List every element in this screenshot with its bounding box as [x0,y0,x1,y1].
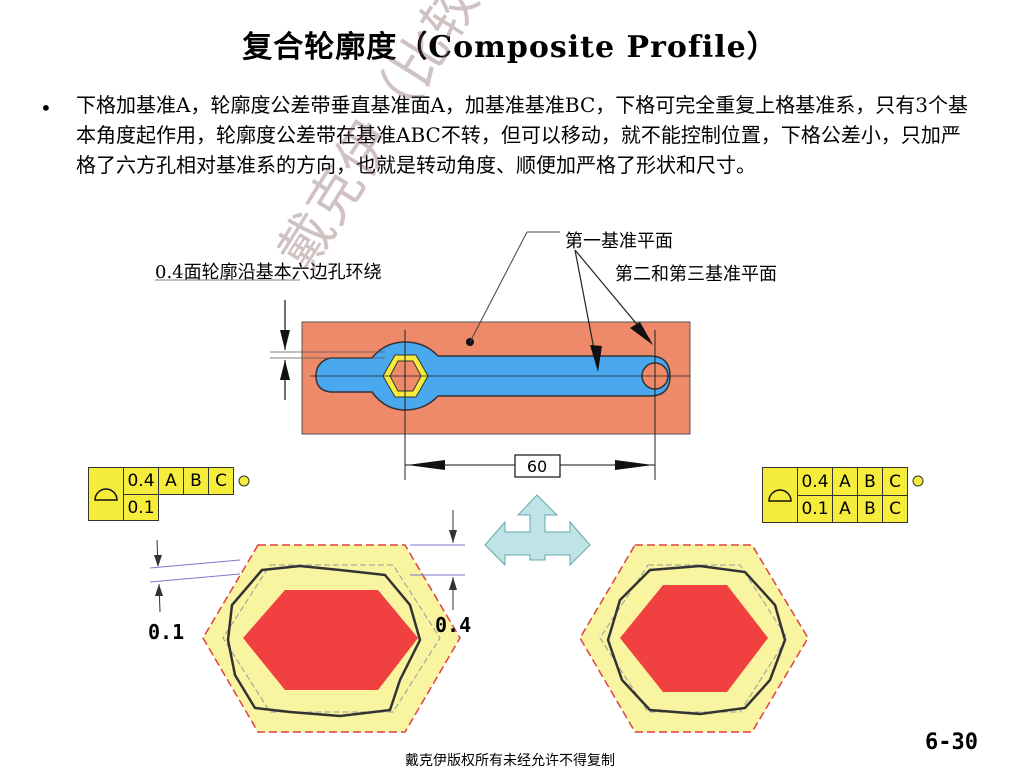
right-hex-core [620,585,768,692]
label-secondary-datum: 第二和第三基准平面 [615,264,777,285]
fcf-right-lower-datum-a: A [832,495,858,523]
dim-60-text: 60 [527,457,547,476]
fcf-left-upper-tol: 0.4 [123,467,159,495]
fcf-right-upper-datum-a: A [832,467,858,496]
profile-surface-icon [88,467,124,521]
fcf-right-upper-datum-c: C [882,467,908,496]
bullet-marker: • [40,96,52,120]
fcf-right-leader-dot-icon [912,475,924,487]
left-actual-profile [226,564,422,718]
label-primary-datum: 第一基准平面 [565,231,673,252]
label-tol-04: 0.4 [435,613,472,637]
page-title: 复合轮廓度（Composite Profile） [242,30,778,65]
fcf-right-upper-tol: 0.4 [797,467,833,496]
fcf-left-datum-c: C [208,467,234,495]
fcf-left-leader-dot-icon [238,475,250,487]
profile-surface-icon [762,467,798,523]
footer-copyright: 戴克伊版权所有未经允许不得复制 [405,753,615,769]
fcf-right-lower-datum-c: C [882,495,908,523]
fcf-right-lower-tol: 0.1 [797,495,833,523]
fcf-left-datum-b: B [183,467,209,495]
page-number: 6-30 [925,730,978,755]
bullet-text: 下格加基准A，轮廓度公差带垂直基准面A，加基准基准BC，下格可完全重复上格基准系… [76,93,968,177]
label-tol-01: 0.1 [148,620,185,644]
fcf-right-lower-datum-b: B [857,495,883,523]
left-hex-core [243,590,418,690]
fcf-left-datum-a: A [158,467,184,495]
label-profile-around: 0.4面轮廓沿基本六边孔环绕 [155,262,382,283]
fcf-right-upper-datum-b: B [857,467,883,496]
movement-arrow-icon [484,494,591,567]
fcf-left-lower-tol: 0.1 [123,494,159,521]
right-actual-profile [606,564,787,716]
